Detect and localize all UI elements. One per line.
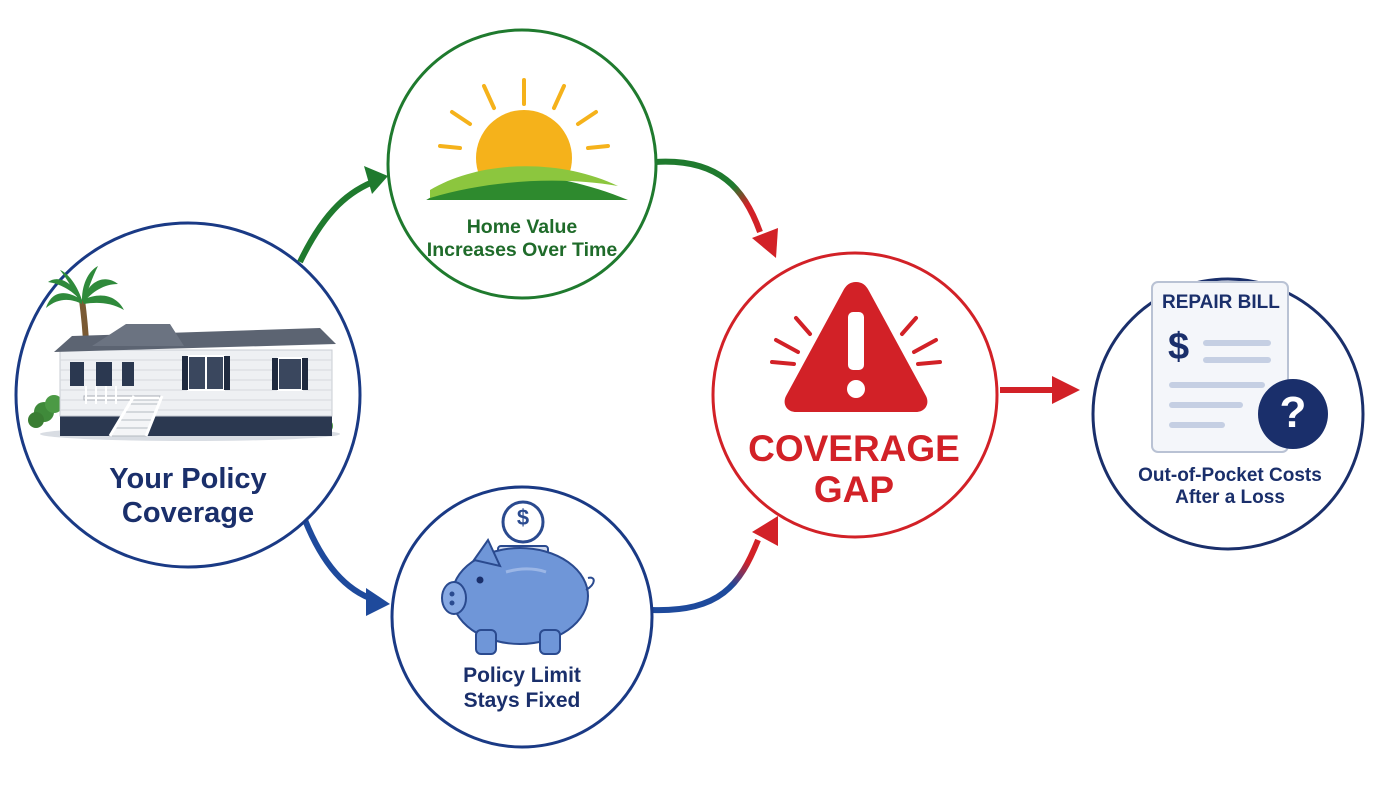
arrow-policy-limit-to-gap <box>651 516 778 614</box>
rising-sun-icon <box>410 78 636 212</box>
costs-label-line1: Out-of-Pocket Costs <box>1138 465 1322 486</box>
policy-limit-label: Policy Limit Stays Fixed <box>412 664 632 714</box>
gap-label-line2: GAP <box>813 469 895 511</box>
policy-label-line1: Your Policy <box>109 463 267 495</box>
arrow-policy-to-home-value <box>297 166 388 264</box>
arrow-gap-to-costs <box>1000 376 1080 404</box>
gap-label-line1: COVERAGE <box>748 428 960 469</box>
home-value-label: Home Value Increases Over Time <box>412 216 632 262</box>
repair-bill-title: REPAIR BILL <box>1162 292 1280 313</box>
bill-dollar-symbol: $ <box>1168 326 1190 368</box>
question-mark-icon: ? <box>1279 388 1307 437</box>
arrow-policy-to-policy-limit <box>302 518 390 616</box>
home-value-label-line1: Home Value <box>466 216 578 238</box>
policy-limit-label-line1: Policy Limit <box>463 664 581 687</box>
mobile-home-icon <box>28 266 340 441</box>
costs-label-line2: After a Loss <box>1175 487 1285 509</box>
arrow-home-value-to-gap <box>654 158 778 258</box>
piggy-bank-icon <box>441 500 595 655</box>
coverage-gap-label: COVERAGE GAP <box>738 428 970 511</box>
coin-dollar-symbol: $ <box>516 505 530 530</box>
repair-bill-icon <box>1151 281 1328 453</box>
policy-coverage-label: Your Policy Coverage <box>68 462 308 530</box>
home-value-label-line2: Increases Over Time <box>426 239 618 261</box>
out-of-pocket-label: Out-of-Pocket Costs After a Loss <box>1110 465 1350 510</box>
warning-triangle-icon <box>770 282 942 412</box>
policy-limit-label-line2: Stays Fixed <box>463 688 581 712</box>
policy-label-line2: Coverage <box>121 497 255 530</box>
